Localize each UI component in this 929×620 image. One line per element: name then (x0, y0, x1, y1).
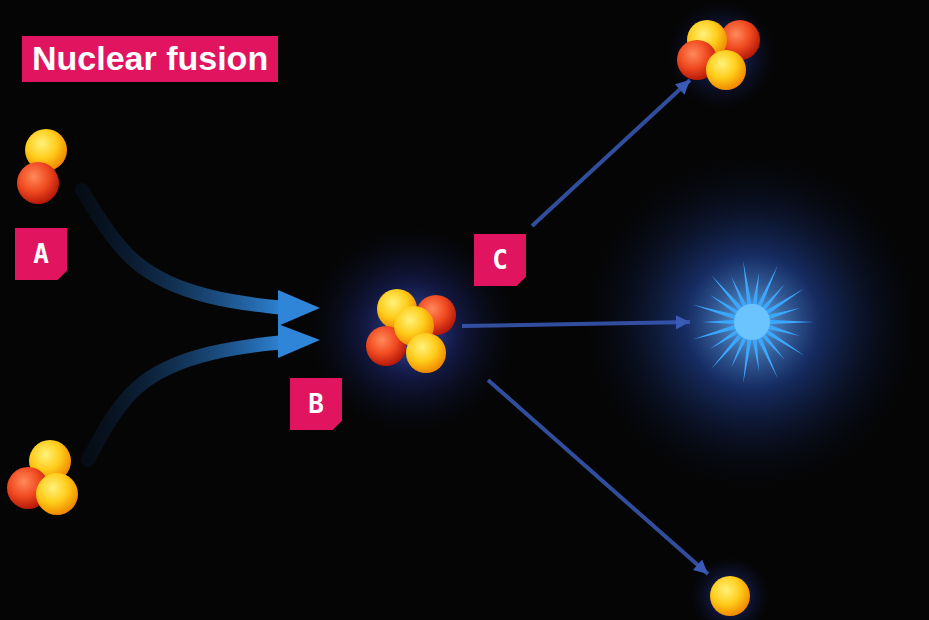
nucleon (36, 473, 78, 515)
energy-burst (693, 261, 814, 384)
helium-glow (667, 0, 777, 110)
energy-core (734, 304, 770, 340)
outgoing-ray-head (676, 315, 690, 329)
title: Nuclear fusion (22, 36, 278, 82)
outgoing-ray (462, 322, 690, 326)
outgoing-ray-head (675, 80, 690, 95)
outgoing-ray-head (693, 559, 708, 574)
callout-letter: B (290, 378, 342, 430)
nucleon (17, 162, 59, 204)
neutron-glow (690, 556, 770, 620)
incoming-arrow-head (278, 324, 320, 358)
nucleon (706, 50, 746, 90)
nucleon (406, 333, 446, 373)
callout-letter: A (15, 228, 67, 280)
incoming-arrow-head (278, 290, 320, 326)
callout-letter: C (474, 234, 526, 286)
nucleon (710, 576, 750, 616)
incoming-arrow (82, 190, 285, 308)
outgoing-ray (488, 380, 708, 574)
incoming-arrow (88, 342, 285, 460)
outgoing-ray (532, 80, 690, 226)
